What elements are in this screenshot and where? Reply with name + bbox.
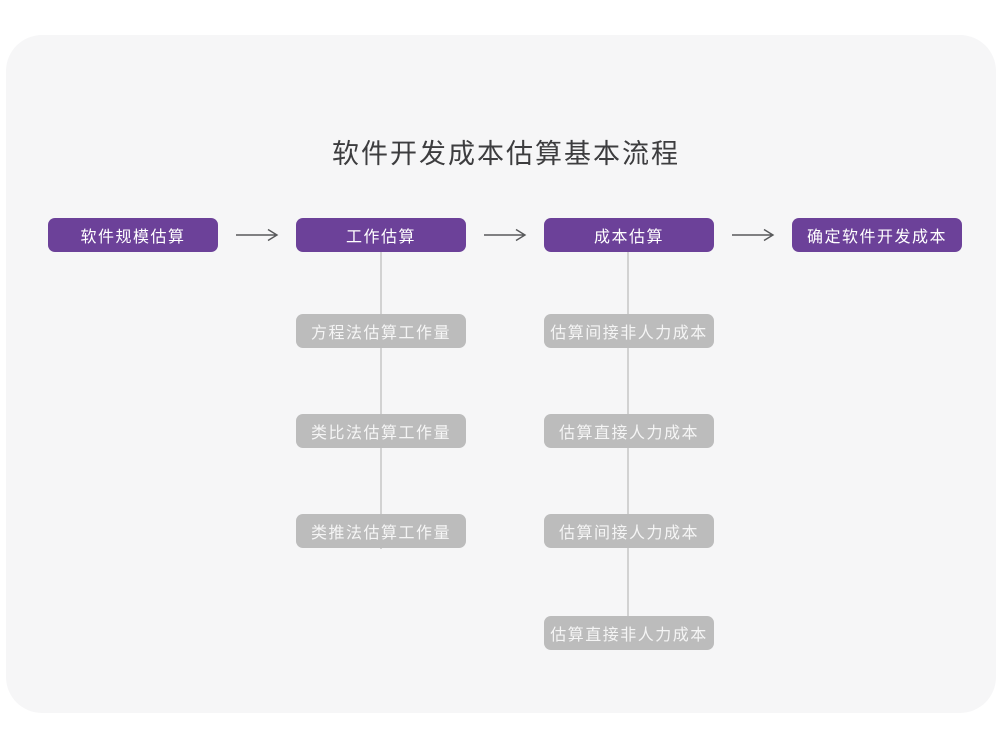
connector-line-effort-column (380, 252, 382, 549)
flow-step-software-scale-estimation: 软件规模估算 (48, 218, 218, 252)
arrow-right-icon (732, 228, 775, 242)
sub-step-direct-labor-cost: 估算直接人力成本 (544, 414, 714, 448)
sub-step-direct-non-labor-cost: 估算直接非人力成本 (544, 616, 714, 650)
flow-step-determine-development-cost: 确定软件开发成本 (792, 218, 962, 252)
sub-step-indirect-non-labor-cost: 估算间接非人力成本 (544, 314, 714, 348)
flowchart-card: 软件开发成本估算基本流程 软件规模估算 工作估算 成本估算 确定软件开发成本 方… (6, 35, 996, 713)
sub-step-equation-method-workload: 方程法估算工作量 (296, 314, 466, 348)
flow-step-effort-estimation: 工作估算 (296, 218, 466, 252)
page-title: 软件开发成本估算基本流程 (332, 139, 680, 169)
arrow-right-icon (236, 228, 279, 242)
sub-step-indirect-labor-cost: 估算间接人力成本 (544, 514, 714, 548)
sub-step-analogy-method-workload: 类比法估算工作量 (296, 414, 466, 448)
flow-step-cost-estimation: 成本估算 (544, 218, 714, 252)
sub-step-extrapolation-method-workload: 类推法估算工作量 (296, 514, 466, 548)
arrow-right-icon (484, 228, 527, 242)
